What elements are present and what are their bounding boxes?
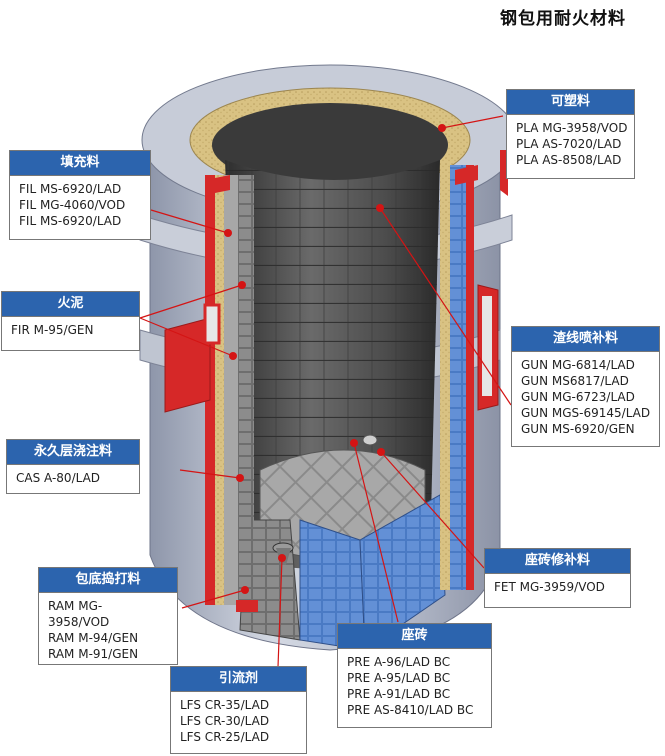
label-permanent-castable-heading: 永久层浇注料 bbox=[7, 440, 139, 465]
label-plastic-item: PLA MG-3958/VOD bbox=[516, 121, 628, 135]
label-nozzle-filler-item: LFS CR-30/LAD bbox=[180, 714, 270, 728]
label-slagline-gunning-item: GUN MG-6723/LAD bbox=[521, 390, 635, 404]
label-well-block-item: PRE A-96/LAD BC bbox=[347, 655, 451, 669]
label-slagline-gunning-item: GUN MS6817/LAD bbox=[521, 374, 629, 388]
label-filler: 填充料 FIL MS-6920/LAD FIL MG-4060/VOD FIL … bbox=[9, 150, 151, 240]
label-slagline-gunning-item: GUN MS-6920/GEN bbox=[521, 422, 635, 436]
label-well-block-repair-heading: 座砖修补料 bbox=[485, 549, 630, 574]
label-bottom-ramming-heading: 包底捣打料 bbox=[39, 568, 177, 593]
label-mortar-heading: 火泥 bbox=[2, 292, 139, 317]
label-bottom-ramming-item: RAM M-91/GEN bbox=[48, 647, 139, 661]
label-nozzle-filler-item: LFS CR-35/LAD bbox=[180, 698, 270, 712]
label-plastic-item: PLA AS-7020/LAD bbox=[516, 137, 622, 151]
label-plastic: 可塑料 PLA MG-3958/VOD PLA AS-7020/LAD PLA … bbox=[506, 89, 635, 179]
label-well-block-item: PRE A-91/LAD BC bbox=[347, 687, 451, 701]
leader-lines bbox=[139, 115, 512, 668]
label-nozzle-filler: 引流剂 LFS CR-35/LAD LFS CR-30/LAD LFS CR-2… bbox=[170, 666, 307, 754]
label-mortar: 火泥 FIR M-95/GEN bbox=[1, 291, 140, 351]
label-bottom-ramming: 包底捣打料 RAM MG-3958/VOD RAM M-94/GEN RAM M… bbox=[38, 567, 178, 665]
label-mortar-item: FIR M-95/GEN bbox=[11, 323, 94, 337]
label-filler-item: FIL MS-6920/LAD bbox=[19, 182, 122, 196]
label-filler-item: FIL MS-6920/LAD bbox=[19, 214, 122, 228]
label-well-block-heading: 座砖 bbox=[338, 624, 491, 649]
page-title: 钢包用耐火材料 bbox=[500, 9, 626, 29]
label-nozzle-filler-heading: 引流剂 bbox=[171, 667, 306, 692]
label-slagline-gunning-item: GUN MGS-69145/LAD bbox=[521, 406, 651, 420]
label-well-block-repair: 座砖修补料 FET MG-3959/VOD bbox=[484, 548, 631, 608]
label-well-block-repair-item: FET MG-3959/VOD bbox=[494, 580, 605, 594]
label-slagline-gunning-item: GUN MG-6814/LAD bbox=[521, 358, 635, 372]
label-well-block: 座砖 PRE A-96/LAD BC PRE A-95/LAD BC PRE A… bbox=[337, 623, 492, 728]
label-nozzle-filler-item: LFS CR-25/LAD bbox=[180, 730, 270, 744]
label-slagline-gunning-heading: 渣线喷补料 bbox=[512, 327, 659, 352]
label-slagline-gunning: 渣线喷补料 GUN MG-6814/LAD GUN MS6817/LAD GUN… bbox=[511, 326, 660, 447]
label-bottom-ramming-item: RAM M-94/GEN bbox=[48, 631, 139, 645]
label-filler-heading: 填充料 bbox=[10, 151, 150, 176]
leader-dots bbox=[224, 124, 446, 594]
label-permanent-castable: 永久层浇注料 CAS A-80/LAD bbox=[6, 439, 140, 494]
label-filler-item: FIL MG-4060/VOD bbox=[19, 198, 126, 212]
label-plastic-item: PLA AS-8508/LAD bbox=[516, 153, 622, 167]
label-plastic-heading: 可塑料 bbox=[507, 90, 634, 115]
label-well-block-item: PRE A-95/LAD BC bbox=[347, 671, 451, 685]
label-bottom-ramming-item: RAM MG-3958/VOD bbox=[48, 599, 110, 629]
label-well-block-item: PRE AS-8410/LAD BC bbox=[347, 703, 474, 717]
label-permanent-castable-item: CAS A-80/LAD bbox=[16, 471, 101, 485]
